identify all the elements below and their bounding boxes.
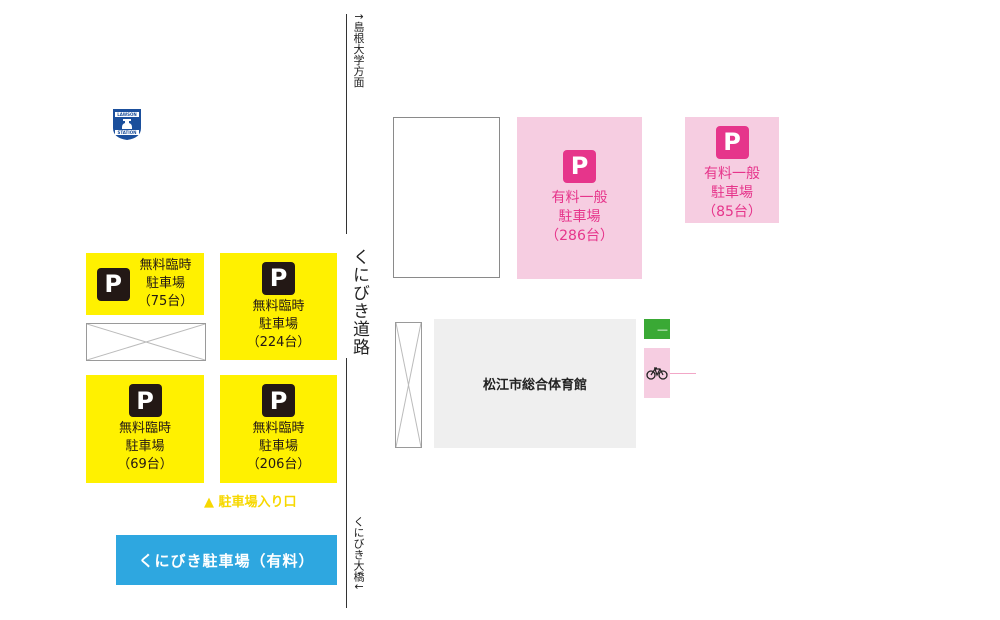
parking-icon: P — [715, 126, 749, 159]
green-sign: — — [644, 319, 670, 339]
lawson-station-icon: LAWSON STATION — [109, 106, 145, 142]
building-placeholder-left — [86, 323, 206, 361]
parking-entrance-label: ▲ 駐車場入り口 — [204, 495, 297, 510]
lot-label-1: 無料臨時 — [139, 258, 192, 273]
lot-label-2: 駐車場 — [711, 185, 753, 201]
north-direction-label: ↑島根大学方面 — [352, 12, 365, 88]
parking-icon: P — [128, 384, 162, 417]
lot-label-1: 有料一般 — [704, 166, 760, 182]
lot-label-1: 無料臨時 — [252, 298, 305, 314]
free-parking-lot-224[interactable]: P 無料臨時 駐車場 （224台） — [220, 253, 337, 360]
free-parking-lot-75[interactable]: P 無料臨時 駐車場 （75台） — [86, 253, 204, 315]
lot-label-1: 有料一般 — [551, 190, 608, 206]
lot-label-2: 駐車場 — [558, 209, 601, 225]
lot-label-1: 無料臨時 — [252, 421, 305, 436]
lot-capacity: （286台） — [545, 228, 614, 244]
lot-label-2: 駐車場 — [145, 276, 185, 291]
lot-capacity: （206台） — [246, 457, 311, 472]
building-outline — [393, 117, 500, 278]
lot-capacity: （85台） — [702, 204, 762, 220]
lot-capacity: （69台） — [117, 457, 173, 472]
lot-label-2: 駐車場 — [258, 439, 298, 454]
lot-label-1: 無料臨時 — [118, 421, 171, 436]
bicycle-parking[interactable] — [644, 348, 670, 398]
road-line-upper — [346, 14, 347, 234]
paid-parking-lot-85[interactable]: P 有料一般 駐車場 （85台） — [685, 117, 779, 223]
bicycle-icon — [646, 367, 668, 380]
lawson-top-text: LAWSON — [117, 112, 137, 117]
lot-capacity: （75台） — [137, 294, 194, 309]
lot-label-2: 駐車場 — [125, 439, 165, 454]
road-name: くにびき道路 — [349, 248, 369, 356]
parking-icon: P — [262, 261, 295, 295]
building-placeholder-gym-side — [395, 322, 422, 448]
lawson-bottom-text: STATION — [117, 130, 137, 135]
free-parking-lot-206[interactable]: P 無料臨時 駐車場 （206台） — [220, 375, 337, 483]
gym-label: 松江市総合体育館 — [482, 378, 587, 393]
bicycle-connector-line — [670, 373, 696, 374]
parking-icon: P — [96, 267, 130, 301]
parking-icon: P — [262, 384, 295, 417]
lot-label-2: 駐車場 — [258, 316, 298, 332]
paid-parking-lot-286[interactable]: P 有料一般 駐車場 （286台） — [517, 117, 642, 279]
south-direction-label: くにびき大橋↓ — [352, 516, 365, 592]
parking-icon: P — [563, 150, 596, 183]
kunibiki-paid-parking[interactable]: くにびき駐車場（有料） — [116, 535, 337, 585]
road-line-lower — [346, 358, 347, 608]
lot-capacity: （224台） — [246, 334, 311, 350]
matsue-gymnasium[interactable]: 松江市総合体育館 — [434, 319, 636, 448]
free-parking-lot-69[interactable]: P 無料臨時 駐車場 （69台） — [86, 375, 204, 483]
